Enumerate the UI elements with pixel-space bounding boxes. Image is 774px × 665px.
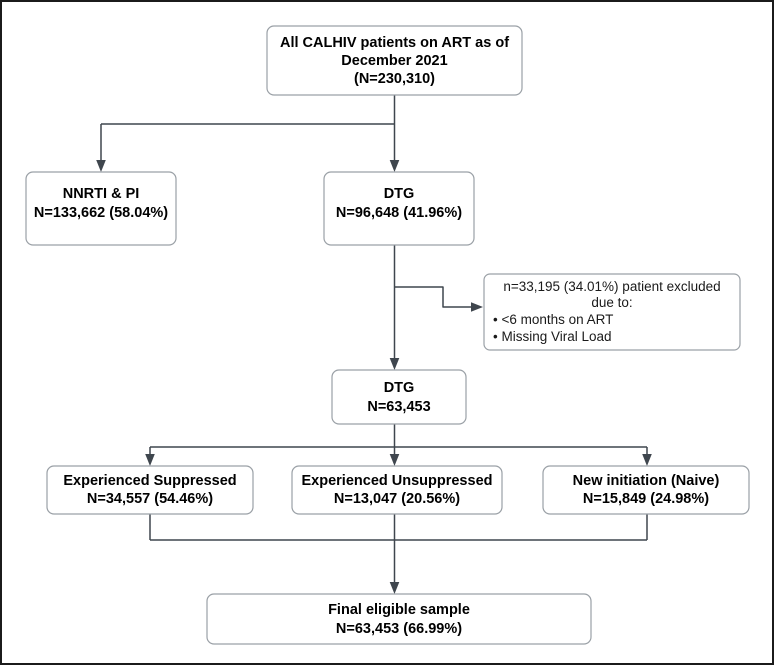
node-final-sample: Final eligible sample N=63,453 (66.99%): [206, 593, 592, 645]
node-cohort-line2: December 2021: [341, 53, 447, 69]
arrowhead-new-initiation: [642, 454, 652, 466]
node-nnrti-pi-line2: N=133,662 (58.04%): [34, 205, 168, 221]
node-final-sample-line1: Final eligible sample: [328, 602, 470, 618]
node-exp-unsuppressed-line1: Experienced Unsuppressed: [302, 473, 493, 489]
node-nnrti-pi-box: [25, 171, 177, 246]
node-excluded-line1: n=33,195 (34.01%) patient excluded: [503, 279, 720, 294]
arrowhead-final-sample: [389, 582, 400, 594]
node-nnrti-pi-line1: NNRTI & PI: [63, 186, 140, 202]
node-exp-unsuppressed-box: [291, 465, 503, 515]
node-dtg-included-box: [331, 369, 467, 425]
node-exp-suppressed-line2: N=34,557 (54.46%): [87, 491, 213, 507]
node-nnrti-pi: NNRTI & PI N=133,662 (58.04%): [25, 171, 177, 246]
node-dtg-all-line1: DTG: [384, 186, 415, 202]
node-cohort-line1: All CALHIV patients on ART as of: [280, 35, 509, 51]
arrowhead-exp-unsuppressed: [389, 454, 400, 466]
node-excluded-bullet-2: • Missing Viral Load: [493, 329, 612, 344]
node-exp-unsuppressed: Experienced Unsuppressed N=13,047 (20.56…: [291, 465, 503, 515]
arrowhead-dtg-included: [389, 358, 400, 370]
node-cohort-line3: (N=230,310): [354, 71, 435, 87]
node-exp-suppressed-line1: Experienced Suppressed: [63, 473, 236, 489]
node-dtg-all-line2: N=96,648 (41.96%): [336, 205, 462, 221]
node-dtg-included-line2: N=63,453: [367, 399, 430, 415]
node-exp-suppressed: Experienced Suppressed N=34,557 (54.46%): [46, 465, 254, 515]
arrowhead-dtg: [389, 160, 400, 172]
node-exp-suppressed-box: [46, 465, 254, 515]
node-new-initiation-line1: New initiation (Naive): [573, 473, 720, 489]
node-new-initiation-line2: N=15,849 (24.98%): [583, 491, 709, 507]
node-new-initiation-box: [542, 465, 750, 515]
node-cohort-box: [266, 25, 523, 96]
arrowhead-nnrti: [96, 160, 106, 172]
node-exp-unsuppressed-line2: N=13,047 (20.56%): [334, 491, 460, 507]
node-excluded-line2: due to:: [591, 295, 632, 310]
node-final-sample-box: [206, 593, 592, 645]
node-final-sample-line2: N=63,453 (66.99%): [336, 621, 462, 637]
node-new-initiation: New initiation (Naive) N=15,849 (24.98%): [542, 465, 750, 515]
arrowhead-exp-suppressed: [145, 454, 155, 466]
node-dtg-included: DTG N=63,453: [331, 369, 467, 425]
node-dtg-all: DTG N=96,648 (41.96%): [323, 171, 475, 246]
arrowhead-excluded: [471, 302, 483, 312]
node-excluded: n=33,195 (34.01%) patient excluded due t…: [483, 273, 741, 351]
node-dtg-all-box: [323, 171, 475, 246]
node-dtg-included-line1: DTG: [384, 380, 415, 396]
node-cohort: All CALHIV patients on ART as of Decembe…: [266, 25, 523, 96]
edge-to-excluded: [394, 286, 474, 308]
edge-layer: [96, 95, 652, 594]
node-excluded-box: [483, 273, 741, 351]
node-excluded-bullet-1: • <6 months on ART: [493, 312, 613, 327]
